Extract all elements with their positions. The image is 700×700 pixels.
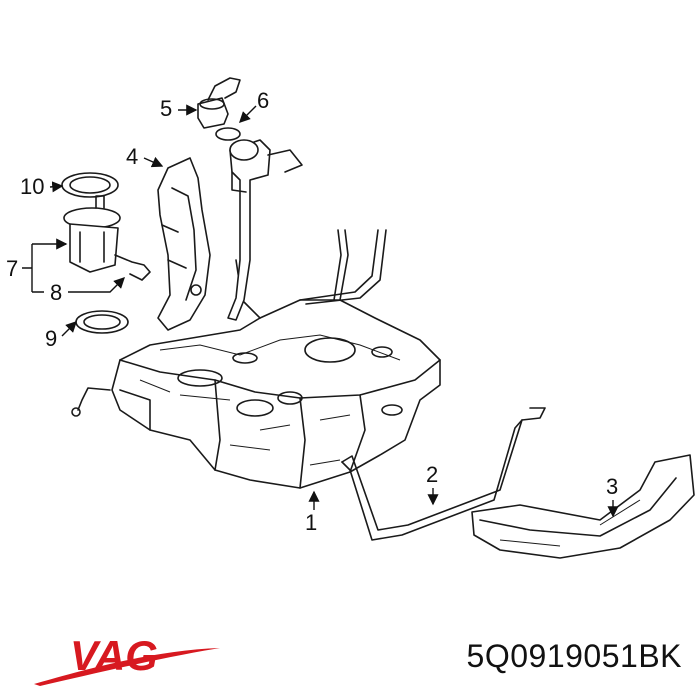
callout-7: 7 bbox=[6, 256, 18, 281]
callouts: 1 2 3 4 5 6 10 7 8 9 bbox=[6, 88, 619, 535]
callout-3: 3 bbox=[606, 474, 618, 499]
callout-4: 4 bbox=[126, 144, 138, 169]
sender-ring-part bbox=[75, 310, 129, 334]
filler-cap-part bbox=[197, 77, 241, 129]
seal-ring-part bbox=[215, 127, 241, 141]
fuel-tank-part bbox=[71, 299, 441, 489]
part-number: 5Q0919051BK bbox=[466, 638, 682, 674]
lock-ring-part bbox=[61, 172, 119, 198]
tank-strap-part bbox=[341, 407, 546, 541]
callout-1: 1 bbox=[305, 510, 317, 535]
callout-6: 6 bbox=[257, 88, 269, 113]
vent-shield-part bbox=[157, 157, 211, 331]
callout-8: 8 bbox=[50, 280, 62, 305]
callout-10: 10 bbox=[20, 174, 44, 199]
fuel-pump-module-part bbox=[63, 195, 151, 281]
callout-2: 2 bbox=[426, 462, 438, 487]
filler-pipe bbox=[227, 139, 303, 321]
fuel-lines bbox=[235, 229, 387, 319]
callout-5: 5 bbox=[160, 96, 172, 121]
heat-shield-part bbox=[471, 454, 695, 559]
callout-9: 9 bbox=[45, 326, 57, 351]
vag-logo: VAG bbox=[34, 632, 220, 686]
logo-text: VAG bbox=[70, 632, 158, 679]
logo-swoosh-icon bbox=[34, 648, 220, 686]
